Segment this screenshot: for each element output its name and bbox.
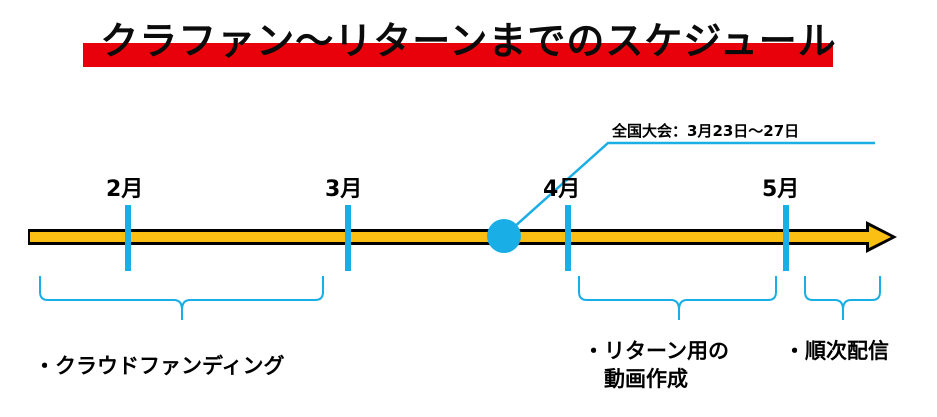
- brace-return-video: [578, 276, 777, 320]
- phase-label-return-video-line2: 動画作成: [604, 367, 688, 391]
- month-tick-may: [783, 205, 789, 271]
- month-tick-feb: [125, 205, 131, 271]
- month-label-mar: 3月: [325, 177, 363, 202]
- month-tick-apr: [565, 205, 571, 271]
- month-label-may: 5月: [762, 177, 800, 202]
- event-label: 全国大会：3月23日〜27日: [612, 122, 800, 140]
- brace-crowdfunding: [39, 276, 324, 320]
- month-label-apr: 4月: [543, 177, 581, 202]
- month-label-feb: 2月: [106, 177, 144, 202]
- title-underline: [83, 43, 833, 67]
- phase-label-distribution: ・順次配信: [784, 339, 889, 363]
- phase-label-return-video-line1: ・リターン用の: [583, 339, 729, 363]
- month-tick-mar: [345, 205, 351, 271]
- timeline-arrow: [28, 221, 897, 253]
- brace-distribution: [804, 276, 881, 320]
- event-callout-line: [503, 141, 875, 237]
- page-title: クラファン〜リターンまでのスケジュール: [100, 19, 837, 63]
- phase-label-crowdfunding: ・クラウドファンディング: [34, 354, 285, 378]
- event-marker: [487, 219, 521, 253]
